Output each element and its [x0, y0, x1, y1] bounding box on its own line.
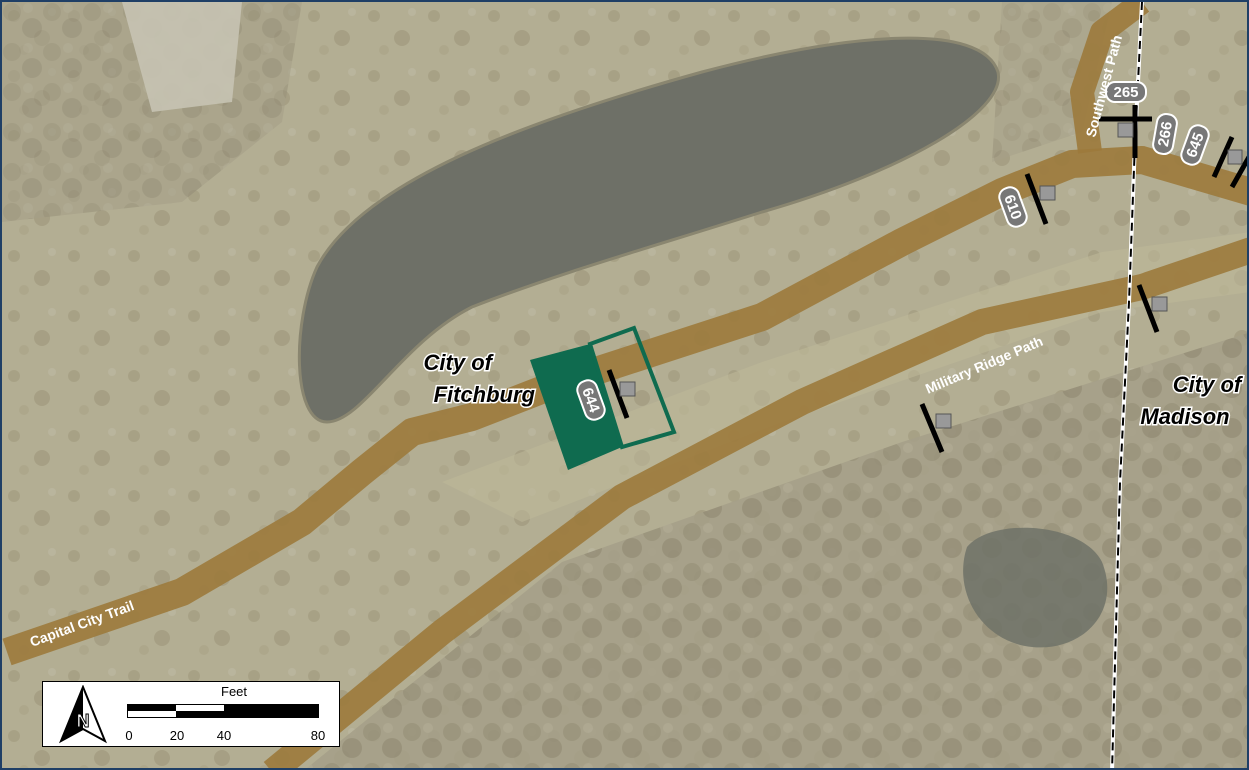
badge-265[interactable]: 265	[1105, 81, 1147, 103]
city-label-fitchburg-line2: Fitchburg	[434, 382, 536, 407]
crossing-marker-610[interactable]	[1024, 173, 1049, 225]
clearing	[122, 2, 242, 112]
badge-645[interactable]: 645	[1179, 123, 1211, 167]
badge-266[interactable]: 266	[1152, 112, 1179, 156]
legend-box: N Feet 0 20 40 80	[42, 681, 340, 747]
crossing-box-645	[1227, 149, 1243, 165]
crossing-marker-645b[interactable]	[1229, 155, 1249, 189]
highlight-parcel-outline[interactable]	[587, 325, 677, 450]
crossing-marker-644[interactable]	[606, 369, 630, 419]
city-label-fitchburg-line1: City of	[424, 350, 495, 375]
crossing-marker-645[interactable]	[1211, 135, 1235, 179]
crossing-box-mrp-east	[1151, 296, 1168, 312]
scale-title: Feet	[221, 684, 248, 699]
crossing-marker-mrp[interactable]	[919, 403, 945, 453]
city-label-madison-line1: City of	[1173, 372, 1244, 397]
badge-265-label: 265	[1113, 84, 1138, 101]
wooded-area-south	[306, 333, 1247, 768]
crossing-box-644	[619, 381, 636, 397]
pond-north	[297, 36, 1000, 424]
crossing-box-610	[1039, 185, 1056, 201]
scale-bar	[127, 704, 319, 718]
scale-tick-0: 0	[125, 728, 133, 743]
north-letter: N	[77, 711, 90, 731]
scale-tick-80: 80	[310, 728, 326, 743]
crossing-box-265	[1117, 122, 1134, 138]
crossing-marker-mrp-east[interactable]	[1136, 284, 1160, 333]
pond-south	[963, 527, 1108, 648]
badge-266-label: 266	[1155, 120, 1176, 148]
north-arrow-icon: N	[59, 685, 107, 744]
crossing-box-mrp	[935, 413, 952, 429]
city-label-madison-line2: Madison	[1140, 404, 1229, 429]
southwest-path[interactable]	[1070, 2, 1150, 154]
scale-tick-20: 20	[169, 728, 185, 743]
scale-tick-40: 40	[216, 728, 232, 743]
badge-610[interactable]: 610	[997, 185, 1029, 229]
